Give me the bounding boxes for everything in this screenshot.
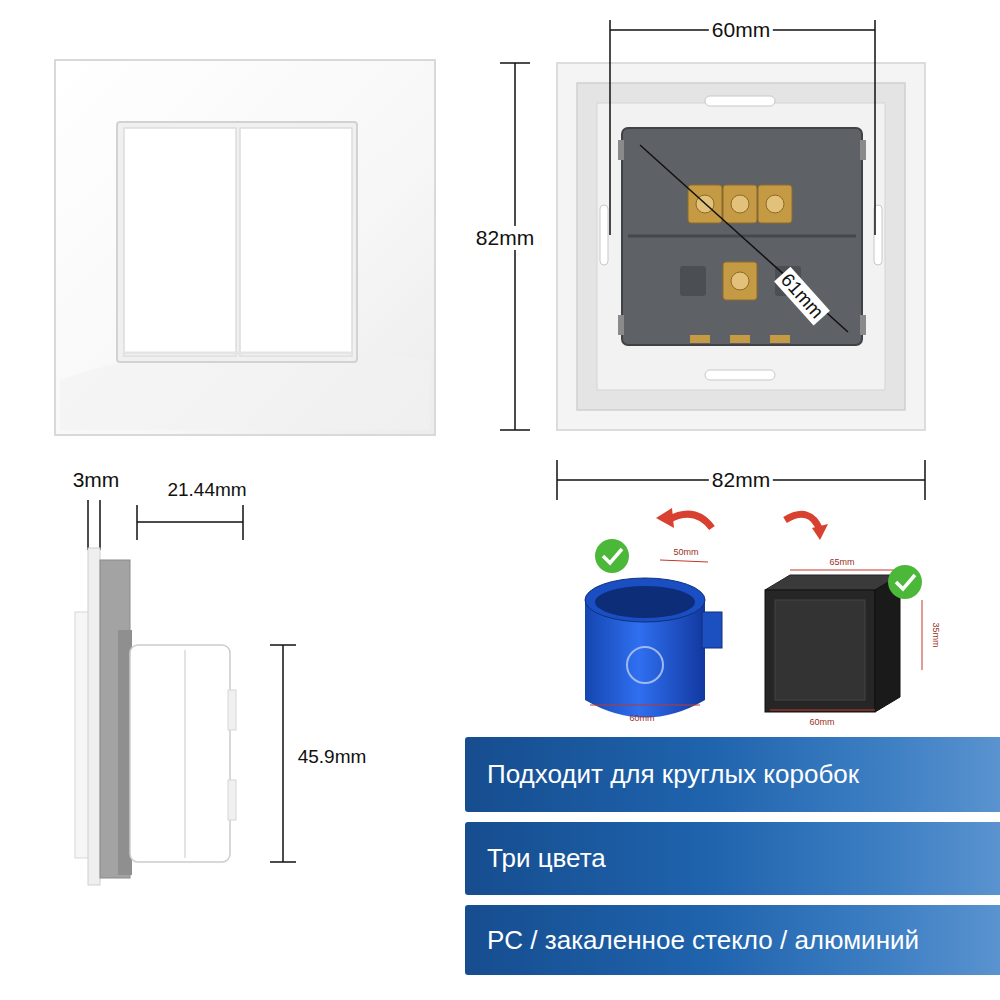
back-view-part	[731, 195, 749, 213]
front-view-part	[240, 128, 352, 356]
front-view-part	[117, 122, 357, 362]
feature-text: Подходит для круглых коробок	[487, 759, 859, 790]
back-view-part	[723, 185, 757, 223]
round-box-photo-part	[656, 508, 674, 528]
round-box-photo-part	[702, 612, 722, 648]
square-box-photo-part	[896, 575, 915, 589]
square-box-photo-part	[765, 590, 875, 712]
dimension-lines-part	[500, 62, 530, 64]
back-view-part	[723, 262, 757, 300]
side-view-part	[75, 612, 89, 858]
dimension-label: 60mm	[709, 18, 773, 42]
back-view-part	[731, 272, 749, 290]
square-box-photo-part	[888, 565, 922, 599]
back-view-part	[680, 266, 706, 296]
square-box-photo	[765, 514, 922, 712]
back-view-part	[690, 335, 710, 343]
dimension-lines-part	[640, 145, 848, 332]
dimension-label: 82mm	[473, 226, 537, 250]
dimension-label: 3mm	[70, 468, 123, 492]
dimension-lines-part	[270, 861, 296, 863]
side-view-part	[184, 650, 186, 858]
back-view-part	[730, 335, 750, 343]
round-box-photo-part	[595, 586, 695, 618]
round-box-photo-part	[585, 578, 705, 622]
side-view	[75, 548, 236, 885]
round-box-photo-part	[595, 539, 629, 573]
back-view-part	[705, 96, 775, 106]
back-view-part	[705, 370, 775, 380]
back-view-part	[577, 83, 905, 410]
round-box-photo-part	[603, 549, 622, 563]
side-view-part	[88, 548, 100, 885]
back-view-part	[557, 63, 925, 430]
dimension-lines-part	[556, 460, 558, 500]
dimension-label: 61mm	[774, 267, 830, 325]
feature-text: PC / закаленное стекло / алюминий	[487, 925, 919, 956]
feature-band: PC / закаленное стекло / алюминий	[465, 905, 1000, 975]
back-view-part	[597, 103, 885, 390]
side-view-part	[228, 690, 236, 730]
photo-dimension: 65mm	[829, 557, 854, 567]
feature-text: Три цвета	[487, 843, 606, 874]
dimension-lines-part	[137, 521, 243, 523]
photo-dimension: 60mm	[809, 717, 834, 727]
front-view-part	[124, 128, 236, 356]
dimension-lines-part	[924, 460, 926, 500]
photo-dimension: 35mm	[931, 622, 941, 647]
dimension-lines-part	[270, 644, 296, 646]
back-view-part	[770, 335, 790, 343]
photo-dimension: 50mm	[673, 547, 698, 557]
dimension-lines-part	[609, 20, 611, 235]
dimension-label: 21.44mm	[164, 479, 249, 501]
front-view	[55, 60, 435, 435]
dimension-label: 45.9mm	[295, 746, 370, 768]
back-view-part	[860, 140, 866, 160]
square-box-photo-part	[922, 600, 923, 670]
dimension-label: 82mm	[709, 468, 773, 492]
back-view-part	[758, 185, 792, 223]
round-box-photo-part	[660, 560, 708, 562]
back-view-part	[618, 140, 624, 160]
dimension-lines-part	[87, 500, 89, 550]
dimension-lines-part	[874, 20, 876, 235]
square-box-photo-part	[812, 524, 828, 540]
round-box-photo	[585, 508, 722, 718]
back-view-part	[600, 205, 608, 265]
feature-band: Подходит для круглых коробок	[465, 737, 1000, 812]
square-box-photo-part	[775, 600, 865, 700]
back-view-part	[766, 195, 784, 213]
front-view-part	[124, 352, 352, 355]
square-box-photo-part	[770, 710, 875, 711]
round-box-photo-part	[627, 647, 663, 683]
back-view-part	[622, 128, 862, 345]
back-view	[557, 63, 925, 430]
feature-band: Три цвета	[465, 822, 1000, 895]
dimension-lines	[88, 20, 925, 862]
dimension-lines-part	[500, 429, 530, 431]
dimension-lines-part	[99, 500, 101, 550]
front-view-part	[55, 60, 435, 435]
round-box-photo-part	[668, 514, 712, 528]
round-box-photo-part	[590, 705, 700, 706]
back-view-part	[860, 315, 866, 335]
square-box-photo-part	[790, 570, 900, 571]
side-view-part	[228, 780, 236, 820]
dimension-lines-part	[282, 645, 284, 862]
photo-dimension: 60mm	[629, 713, 654, 723]
side-view-part	[130, 645, 230, 862]
back-view-part	[618, 315, 624, 335]
